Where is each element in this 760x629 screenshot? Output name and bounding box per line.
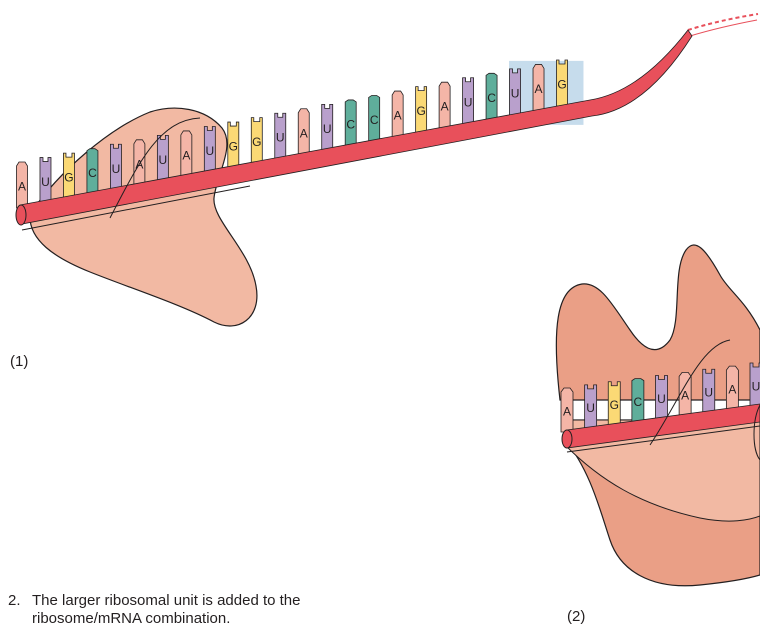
- p2-base-label: G: [610, 398, 619, 412]
- p1-base-label: U: [159, 153, 168, 167]
- panel-2-label: (2): [567, 608, 585, 625]
- caption-number: 2.: [8, 592, 32, 610]
- p2-base-label: A: [563, 404, 571, 418]
- p1-base-label: U: [511, 86, 520, 100]
- p1-base-label: C: [370, 113, 379, 127]
- p1-base-label: U: [323, 122, 332, 136]
- p1-base-label: A: [535, 82, 543, 96]
- caption: 2.The larger ribosomal unit is added to …: [8, 592, 368, 628]
- p1-base-label: A: [300, 126, 308, 140]
- p1-base-label: C: [88, 166, 97, 180]
- mrna-end-cap: [16, 205, 26, 225]
- p1-base-label: G: [229, 140, 238, 154]
- p1-base-label: A: [441, 100, 449, 114]
- p2-base-label: U: [586, 401, 595, 415]
- p1-base-label: G: [64, 171, 73, 185]
- p2-base-label: U: [704, 386, 713, 400]
- p2-base-label: U: [752, 379, 760, 393]
- p1-base-label: G: [557, 78, 566, 92]
- panel-1-label: (1): [10, 353, 28, 370]
- p2-base-label: A: [728, 382, 736, 396]
- caption-line-2: ribosome/mRNA combination.: [8, 610, 368, 628]
- p1-base-label: A: [182, 148, 190, 162]
- p1-base-label: C: [487, 91, 496, 105]
- p1-base-label: U: [276, 131, 285, 145]
- p2-base-label: C: [634, 395, 643, 409]
- p1-base-label: U: [41, 175, 50, 189]
- p1-base-label: C: [346, 117, 355, 131]
- p1-base-label: A: [394, 109, 402, 123]
- p1-base-label: G: [252, 135, 261, 149]
- p2-base-label: U: [657, 392, 666, 406]
- p1-base-label: U: [112, 162, 121, 176]
- mrna-tail-white: [690, 20, 757, 36]
- caption-line-1: The larger ribosomal unit is added to th…: [32, 592, 300, 609]
- p1-base-label: G: [416, 104, 425, 118]
- mrna-end-cap-2: [562, 430, 572, 448]
- p1-base-label: U: [205, 144, 214, 158]
- p1-base-label: A: [18, 180, 26, 194]
- p1-base-label: U: [464, 95, 473, 109]
